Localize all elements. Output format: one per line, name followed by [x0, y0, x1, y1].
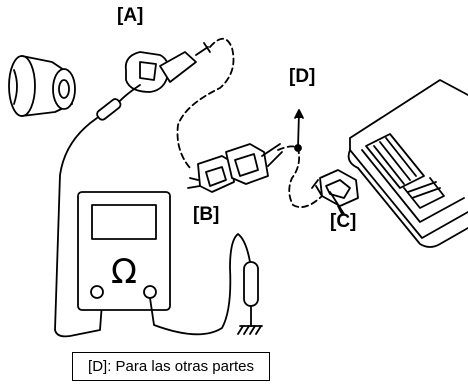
label-a: [A] [117, 5, 144, 26]
label-b: [B] [193, 204, 220, 225]
pointer-d-arrowhead [294, 109, 304, 119]
label-c: [C] [330, 211, 357, 232]
connector-b-icon [187, 143, 283, 193]
wire-meter-left [54, 117, 103, 338]
caption-box: [D]: Para las otras partes [72, 352, 270, 381]
control-unit-icon [347, 79, 468, 248]
bulb-socket-icon [8, 55, 76, 117]
connector-c-icon [311, 169, 359, 215]
ohm-symbol-icon: Ω [111, 252, 137, 292]
pointer-c [329, 191, 345, 215]
dashed-wire-right [277, 145, 323, 208]
ohmmeter-icon [77, 191, 171, 311]
ground-probe-icon [243, 261, 259, 327]
wire-meter-right [149, 233, 251, 336]
wire-probe-left [117, 84, 141, 104]
connector-a-icon [124, 42, 211, 93]
label-d: [D] [289, 66, 316, 87]
inline-fuse-icon [96, 98, 122, 121]
ground-symbol-icon [237, 325, 263, 335]
dashed-wire-top [176, 37, 235, 169]
